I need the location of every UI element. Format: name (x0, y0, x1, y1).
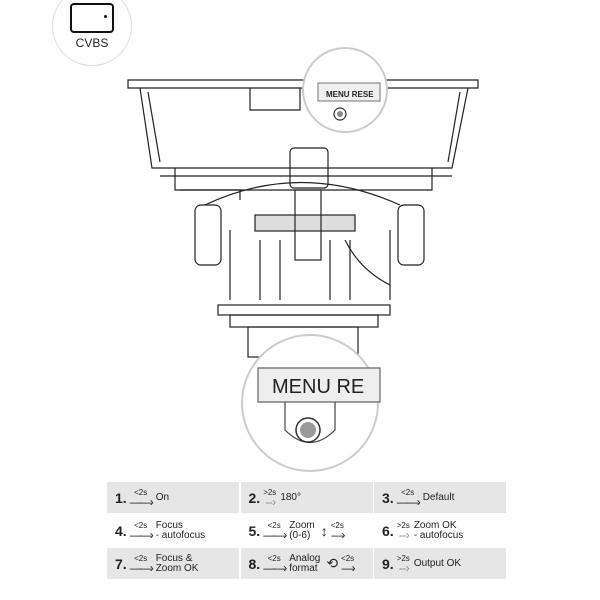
step-3: 3.<2s——›Default (374, 482, 506, 513)
step-text: Focus - autofocus (155, 519, 206, 541)
menu-reset-callout-small: MENU RESE (302, 47, 388, 133)
step-text: 180° (280, 491, 301, 503)
step-text: On (155, 491, 170, 503)
step-2: 2.>2s- - ›180° (240, 482, 373, 513)
step-8: 8.<2s——›Analog format ⟲<2s—› (240, 548, 373, 579)
up-down-arrow-icon: ↕ (320, 522, 328, 539)
step-9: 9.>2s- - ›Output OK (374, 548, 506, 579)
press-duration: >2s (263, 487, 277, 497)
step-4: 4.<2s——›Focus - autofocus (107, 515, 239, 546)
button-sequence-table: 1.<2s——›On 2.>2s- - ›180° 3.<2s——›Defaul… (107, 482, 506, 579)
step-text: Focus & Zoom OK (155, 552, 199, 574)
short-press-arrow-icon: <2s——› (129, 487, 154, 509)
short-press-arrow-icon: <2s——› (396, 487, 421, 509)
press-duration: >2s (396, 553, 410, 563)
step-text: Analog format (289, 552, 321, 574)
camera-housing (127, 79, 479, 200)
step-number: 8. (248, 555, 261, 572)
press-duration: <2s (401, 487, 415, 497)
long-press-arrow-icon: >2s- - › (396, 553, 410, 575)
step-number: 5. (248, 522, 261, 539)
menu-reset-label-zoom: MENU RE (272, 376, 364, 398)
gimbal-assembly (194, 147, 425, 358)
repeat-press-arrow-icon: <2s—› (341, 553, 356, 575)
press-duration: <2s (134, 553, 148, 563)
step-text: Output OK (413, 557, 462, 569)
press-duration: <2s (134, 520, 148, 530)
step-7: 7.<2s——›Focus & Zoom OK (107, 548, 239, 579)
press-duration: <2s (267, 553, 281, 563)
step-6: 6.>2s- - ›Zoom OK - autofocus (374, 515, 506, 546)
repeat-press-arrow-icon: <2s—› (330, 520, 346, 542)
press-duration: <2s (134, 487, 148, 497)
connector-icon (70, 3, 114, 33)
cvbs-label: CVBS (75, 36, 109, 50)
step-1: 1.<2s——›On (107, 482, 239, 513)
step-number: 1. (115, 489, 127, 506)
short-press-arrow-icon: <2s——› (129, 553, 154, 575)
long-press-arrow-icon: >2s- - › (396, 520, 410, 542)
press-duration: <2s (267, 520, 281, 530)
press-duration: >2s (396, 520, 410, 530)
step-number: 4. (115, 522, 127, 539)
short-press-arrow-icon: <2s——› (263, 553, 287, 575)
long-press-arrow-icon: >2s- - › (263, 487, 277, 509)
menu-reset-label-small: MENU RESE (326, 90, 374, 99)
press-duration: <2s (330, 520, 344, 530)
step-text: Zoom OK - autofocus (413, 519, 464, 541)
step-number: 9. (382, 555, 394, 572)
step-number: 3. (382, 489, 394, 506)
step-5: 5.<2s——›Zoom (0-6) ↕<2s—› (241, 515, 373, 546)
short-press-arrow-icon: <2s——› (129, 520, 154, 542)
camera-drawing: MENU RESE MENU RE (127, 47, 479, 472)
cvbs-connector-callout: CVBS (52, 0, 132, 66)
step-number: 6. (382, 522, 394, 539)
short-press-arrow-icon: <2s——› (263, 520, 287, 542)
step-text: Default (422, 491, 455, 503)
step-number: 7. (115, 555, 127, 572)
menu-reset-callout-zoom: MENU RE (241, 334, 381, 472)
step-text: Zoom (0-6) (289, 519, 315, 541)
cycle-arrow-icon: ⟲ (326, 555, 339, 571)
press-duration: <2s (341, 553, 355, 563)
step-number: 2. (248, 489, 261, 506)
